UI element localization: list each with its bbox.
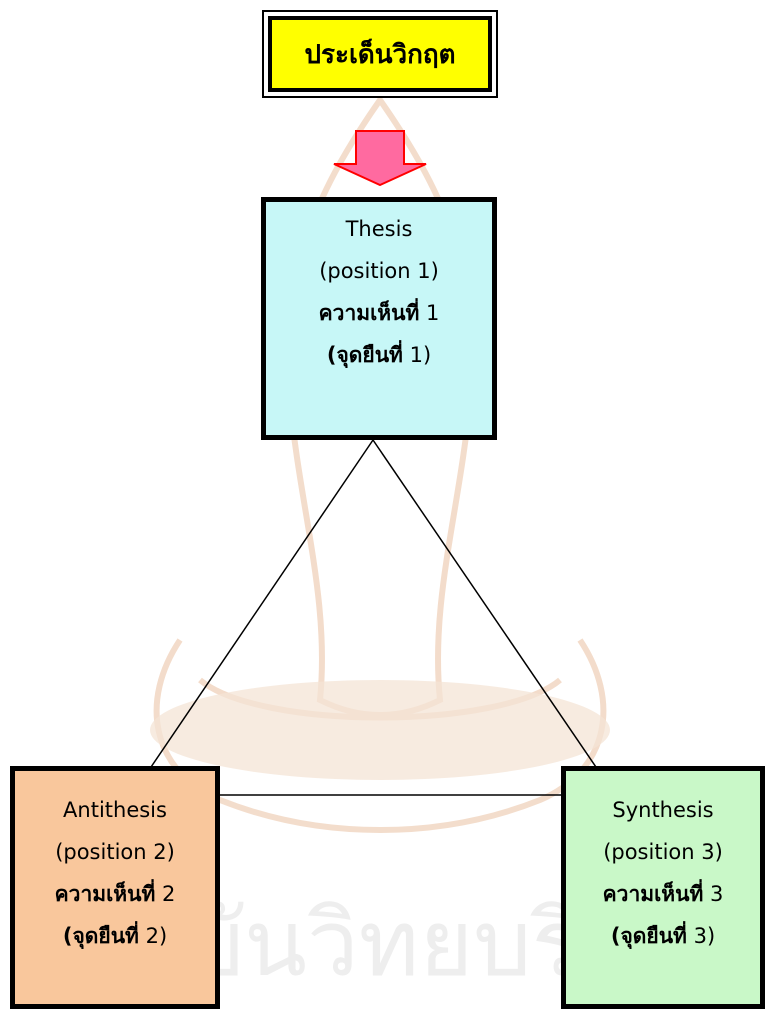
synthesis-label: Synthesis	[612, 798, 714, 822]
critical-issue-box: ประเด็นวิกฤต	[262, 10, 498, 98]
antithesis-opinion: ความเห็นที่ 2	[55, 881, 176, 907]
antithesis-opinion-prefix: ความเห็นที่	[54, 882, 156, 906]
synthesis-position: (position 3)	[603, 840, 723, 864]
antithesis-standpoint-number: 2)	[145, 924, 168, 948]
synthesis-opinion-number: 3	[710, 882, 724, 906]
synthesis-standpoint: (จุดยืนที่ 3)	[611, 923, 715, 949]
thesis-standpoint-prefix: (จุดยืนที่	[326, 343, 403, 367]
down-arrow-icon	[333, 130, 427, 186]
antithesis-box: Antithesis (position 2) ความเห็นที่ 2 (จ…	[10, 766, 220, 1009]
synthesis-box: Synthesis (position 3) ความเห็นที่ 3 (จุ…	[561, 766, 765, 1009]
antithesis-opinion-number: 2	[162, 882, 176, 906]
connector-thesis-synthesis	[372, 439, 599, 771]
synthesis-opinion: ความเห็นที่ 3	[603, 881, 724, 907]
thesis-position: (position 1)	[319, 259, 439, 283]
synthesis-standpoint-prefix: (จุดยืนที่	[610, 924, 687, 948]
thesis-opinion: ความเห็นที่ 1	[319, 300, 440, 326]
critical-issue-title: ประเด็นวิกฤต	[268, 16, 492, 92]
antithesis-standpoint: (จุดยืนที่ 2)	[63, 923, 167, 949]
thesis-standpoint: (จุดยืนที่ 1)	[327, 342, 431, 368]
thesis-label: Thesis	[345, 217, 413, 241]
thesis-standpoint-number: 1)	[409, 343, 432, 367]
antithesis-label: Antithesis	[63, 798, 167, 822]
synthesis-opinion-prefix: ความเห็นที่	[602, 882, 704, 906]
synthesis-standpoint-number: 3)	[693, 924, 716, 948]
thesis-box: Thesis (position 1) ความเห็นที่ 1 (จุดยื…	[261, 197, 497, 440]
connector-thesis-antithesis	[148, 439, 374, 771]
antithesis-standpoint-prefix: (จุดยืนที่	[62, 924, 139, 948]
antithesis-position: (position 2)	[55, 840, 175, 864]
thesis-opinion-prefix: ความเห็นที่	[318, 301, 420, 325]
thesis-opinion-number: 1	[426, 301, 440, 325]
